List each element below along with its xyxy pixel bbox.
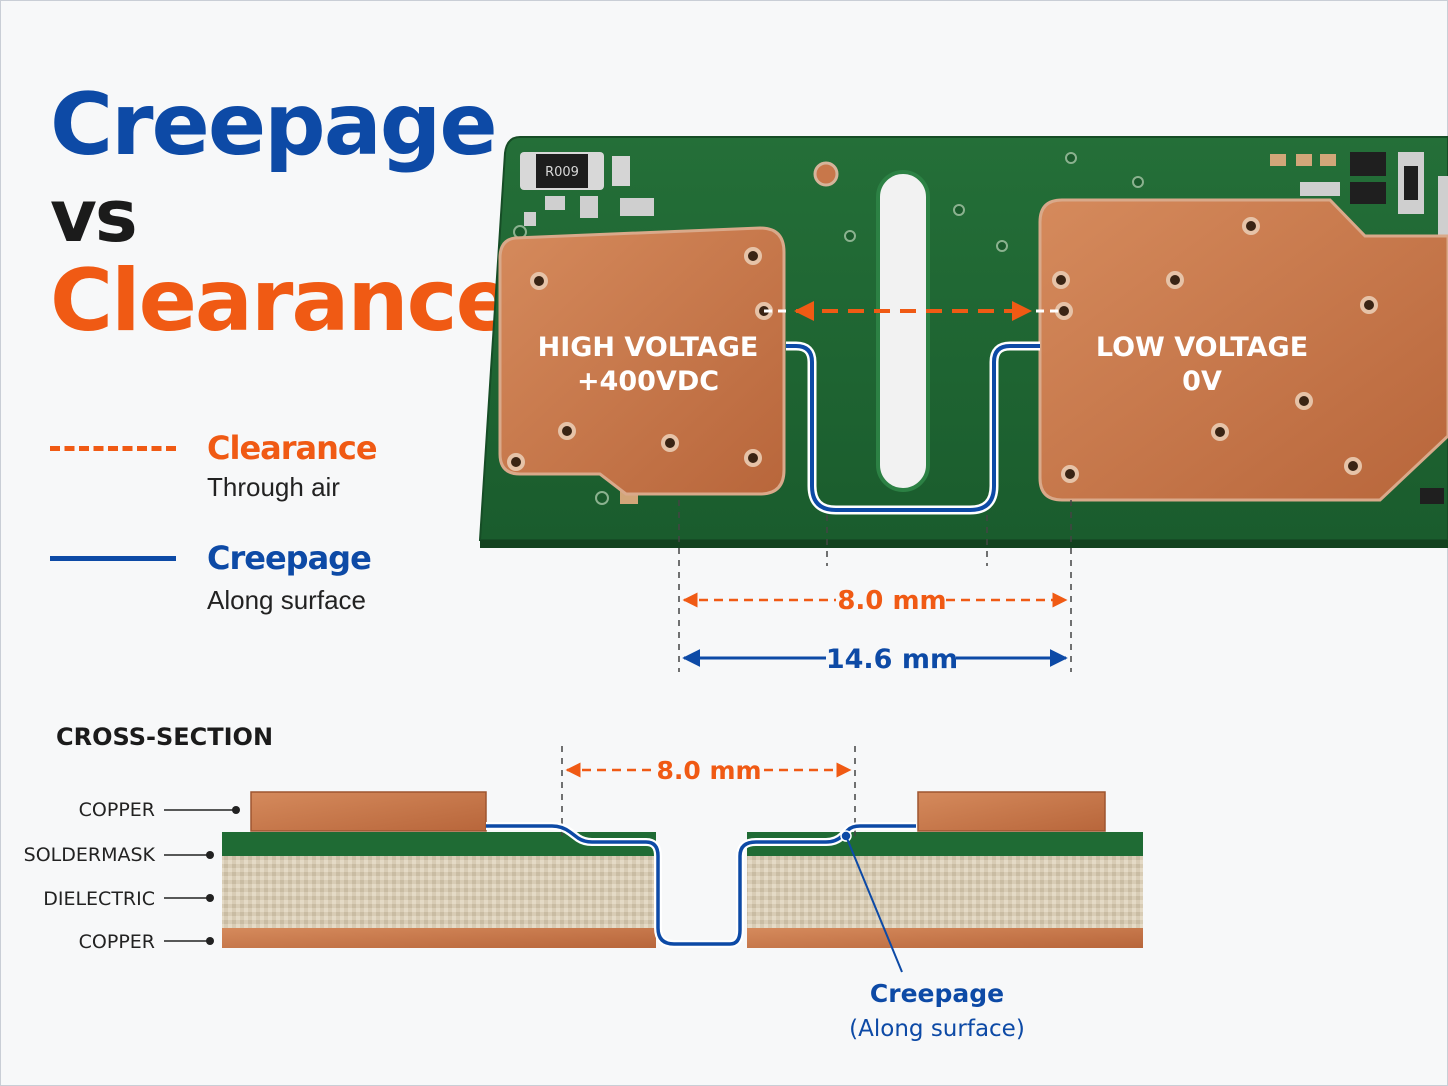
smd-components: R009 [513, 152, 1448, 505]
low-voltage-pad: LOW VOLTAGE 0V [1038, 198, 1448, 502]
creepage-callout-title: Creepage [870, 979, 1004, 1008]
title-creepage: Creepage [50, 75, 498, 175]
resistor-marking: R009 [545, 165, 579, 180]
board-creepage-path [786, 341, 1040, 515]
dimension-extension-lines [678, 500, 1072, 672]
cross-section-right-stack [747, 791, 1143, 948]
cross-section-clearance-dimension: 8.0 mm [561, 746, 856, 836]
low-voltage-value: 0V [1182, 366, 1222, 397]
creepage-dimension-label: 14.6 mm [826, 644, 958, 675]
legend-clearance-description: Through air [207, 472, 340, 502]
high-voltage-label: HIGH VOLTAGE [538, 332, 759, 363]
clearance-dimension: 8.0 mm [682, 586, 1068, 616]
legend-clearance-dashed-line [50, 446, 176, 451]
legend-clearance-name: Clearance [207, 429, 378, 467]
layer-labels: COPPER SOLDERMASK DIELECTRIC COPPER [24, 799, 240, 953]
clearance-dimension-label: 8.0 mm [837, 586, 946, 616]
layer-label-soldermask: SOLDERMASK [24, 844, 156, 866]
high-voltage-value: +400VDC [577, 366, 719, 397]
legend-creepage-solid-line [50, 556, 176, 561]
cross-section-clearance-label: 8.0 mm [656, 756, 761, 785]
creepage-dimension: 14.6 mm [682, 644, 1068, 675]
low-voltage-label: LOW VOLTAGE [1096, 332, 1308, 363]
isolation-slot [876, 170, 930, 492]
cross-section-left-stack [222, 791, 656, 948]
legend-creepage-description: Along surface [207, 585, 366, 615]
layer-label-copper-top: COPPER [79, 799, 155, 821]
layer-label-dielectric: DIELECTRIC [43, 888, 155, 910]
high-voltage-pad: HIGH VOLTAGE +400VDC [498, 226, 786, 496]
creepage-callout-subtitle: (Along surface) [849, 1016, 1025, 1042]
title-clearance: Clearance [50, 251, 514, 351]
cross-section-creepage-path [486, 822, 916, 973]
title-vs: vs [50, 174, 138, 258]
legend-creepage-name: Creepage [207, 539, 372, 577]
layer-label-copper-bottom: COPPER [79, 931, 155, 953]
cross-section-heading: CROSS-SECTION [56, 723, 273, 751]
